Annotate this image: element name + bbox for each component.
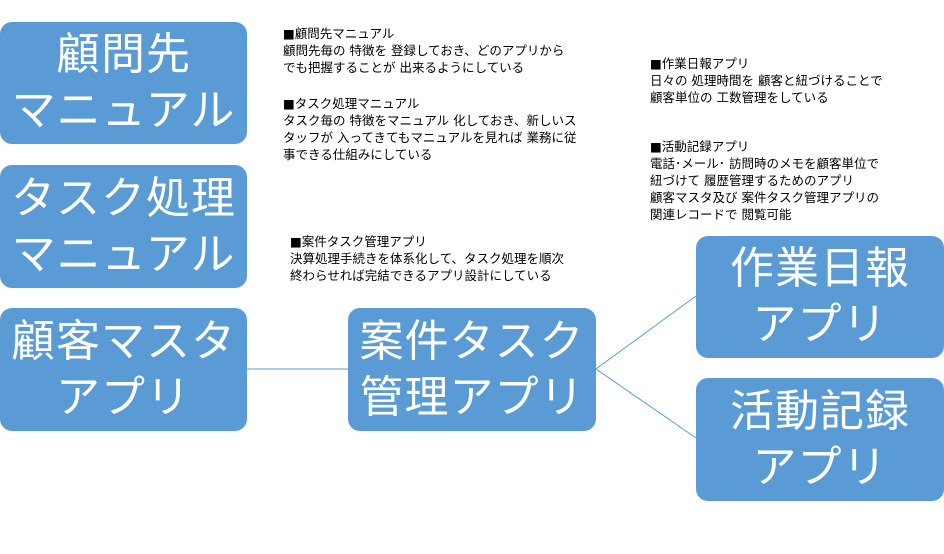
note-line: 決算処理手続きを体系化して、タスク処理を順次	[290, 251, 565, 266]
daily-report-note: ■作業日報アプリ 日々の 処理時間を 顧客と紐づけることで 顧客単位の 工数管理…	[650, 55, 883, 106]
task-management-box: 案件タスク 管理アプリ	[348, 308, 596, 431]
note-line: 日々の 処理時間を 顧客と紐づけることで	[650, 73, 883, 88]
client-manual-box: 顧問先 マニュアル	[0, 22, 247, 144]
note-title: ■顧問先マニュアル	[283, 26, 395, 41]
activity-log-box: 活動記録 アプリ	[696, 378, 944, 501]
activity-log-note: ■活動記録アプリ 電話･メール･ 訪問時のメモを顧客単位で 紐づけて 履歴管理す…	[650, 138, 879, 223]
note-line: タッフが 入ってきてもマニュアルを見れば 業務に従	[283, 130, 577, 145]
note-line: タスク毎の 特徴をマニュアル 化しておき、新しいス	[283, 113, 577, 128]
box-line-2: アプリ	[752, 441, 888, 493]
note-line: 顧問先毎の 特徴を 登録しておき、どのアプリから	[283, 43, 565, 58]
note-title: ■作業日報アプリ	[650, 56, 750, 71]
note-line: 終わらせれば完結できるアプリ設計にしている	[290, 268, 552, 283]
box-line-2: アプリ	[752, 299, 888, 350]
box-line-1: 作業日報	[730, 243, 910, 294]
note-line: 紐づけて 履歴管理するためのアプリ	[650, 173, 854, 188]
box-line-1: 顧客マスタ	[11, 315, 236, 367]
box-line-2: マニュアル	[11, 228, 236, 280]
box-line-2: マニュアル	[11, 85, 236, 136]
note-title: ■タスク処理マニュアル	[283, 96, 420, 111]
connector-task-to-activity-log	[595, 368, 697, 439]
box-line-1: 活動記録	[730, 385, 910, 437]
connector-task-to-daily-report	[595, 295, 697, 370]
task-manual-box: タスク処理 マニュアル	[0, 165, 247, 288]
box-line-1: 顧問先	[56, 29, 191, 80]
note-line: 事できる仕組みにしている	[283, 147, 433, 162]
task-management-note: ■案件タスク管理アプリ 決算処理手続きを体系化して、タスク処理を順次 終わらせれ…	[290, 233, 564, 284]
note-line: 顧客マスタ及び 案件タスク管理アプリの	[650, 190, 879, 205]
note-line: 電話･メール･ 訪問時のメモを顧客単位で	[650, 156, 879, 171]
box-line-2: 管理アプリ	[359, 371, 585, 423]
note-line: 関連レコードで 閲覧可能	[650, 207, 792, 222]
daily-report-box: 作業日報 アプリ	[696, 236, 944, 358]
client-manual-note: ■顧問先マニュアル 顧問先毎の 特徴を 登録しておき、どのアプリから でも把握す…	[283, 25, 564, 76]
note-line: 顧客単位の 工数管理をしている	[650, 90, 829, 105]
box-line-1: タスク処理	[11, 172, 236, 224]
note-title: ■活動記録アプリ	[650, 139, 750, 154]
customer-master-box: 顧客マスタ アプリ	[0, 308, 247, 431]
note-line: でも把握することが 出来るようにしている	[283, 60, 525, 75]
note-title: ■案件タスク管理アプリ	[290, 234, 427, 249]
box-line-1: 案件タスク	[359, 315, 585, 367]
box-line-2: アプリ	[56, 371, 191, 423]
task-manual-note: ■タスク処理マニュアル タスク毎の 特徴をマニュアル 化しておき、新しいス タッ…	[283, 95, 576, 163]
